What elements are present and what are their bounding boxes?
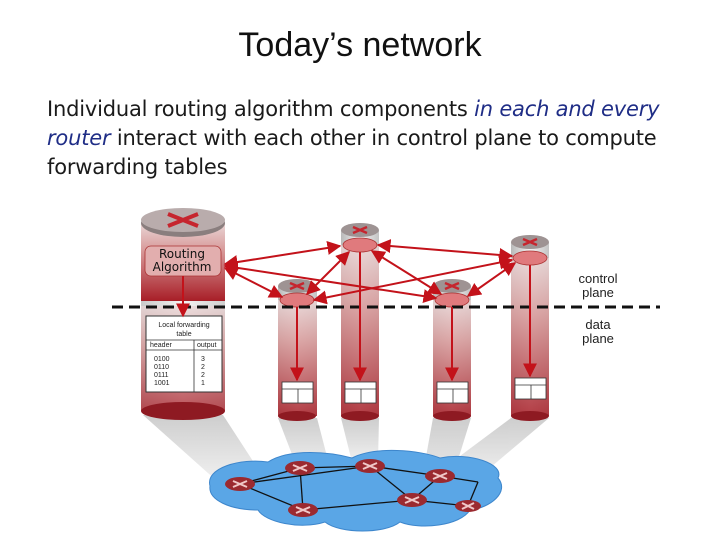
table-title-line2: table (176, 331, 191, 338)
network-router-7 (455, 500, 481, 512)
data-plane-label: data plane (572, 318, 624, 346)
network-router-2 (285, 461, 315, 475)
network-router-6 (397, 493, 427, 507)
data-plane-label-line1: data (585, 317, 611, 332)
table-cell: 0100 (154, 356, 170, 363)
router-top-icon (167, 212, 199, 228)
intro-text-emphasis: in each and every router (47, 97, 660, 150)
arrow-col3-to-col4 (370, 250, 443, 295)
network-router-1 (225, 477, 255, 491)
table-cell: 2 (201, 364, 205, 371)
control-plane-label-line1: control (578, 271, 618, 286)
table-cell: 0111 (154, 372, 169, 379)
forwarding-table-icon (281, 381, 314, 404)
network-cloud (209, 450, 503, 532)
physical-network (209, 450, 503, 532)
detailed-router: Local forwarding table header output 010… (141, 208, 225, 420)
routing-algorithm-label: Routing Algorithm (143, 248, 221, 274)
intro-text-1: Individual routing algorithm components (47, 97, 475, 121)
forwarding-table-icon (436, 381, 469, 404)
intro-text-2: interact with each other in control plan… (47, 126, 657, 179)
table-cell: 1 (201, 380, 205, 387)
table-cell: 1001 (154, 380, 170, 387)
downward-arrows (176, 252, 537, 382)
routing-component-3 (342, 237, 378, 253)
forwarding-table-icon (514, 377, 547, 400)
routing-label-line1: Routing (158, 247, 205, 261)
table-header-col2: output (197, 342, 217, 349)
routing-label-line2: Algorithm (152, 260, 212, 274)
routing-component-5 (512, 250, 548, 266)
control-plane-label: control plane (572, 272, 624, 300)
network-router-3 (355, 459, 385, 473)
intro-paragraph: Individual routing algorithm components … (47, 95, 667, 182)
control-plane-arrows (223, 239, 517, 305)
table-title-line1: Local forwarding (158, 322, 209, 329)
network-router-4 (425, 469, 455, 483)
slide-title: Today’s network (238, 26, 482, 64)
table-cell: 0110 (154, 364, 169, 371)
routing-component-4 (434, 292, 470, 308)
control-plane-label-line2: plane (582, 285, 614, 300)
forwarding-table: Local forwarding table header output 010… (145, 315, 223, 393)
routing-component-2 (279, 292, 315, 308)
table-cell: 3 (201, 356, 205, 363)
table-cell: 2 (201, 372, 205, 379)
network-router-5 (288, 503, 318, 517)
forwarding-table-icon (344, 381, 377, 404)
arrow-big-to-col3 (223, 241, 342, 269)
arrow-col3-to-col5 (376, 239, 514, 262)
data-plane-label-line2: plane (582, 331, 614, 346)
table-header-col1: header (150, 342, 172, 349)
arrow-col2-to-col5 (312, 255, 514, 305)
